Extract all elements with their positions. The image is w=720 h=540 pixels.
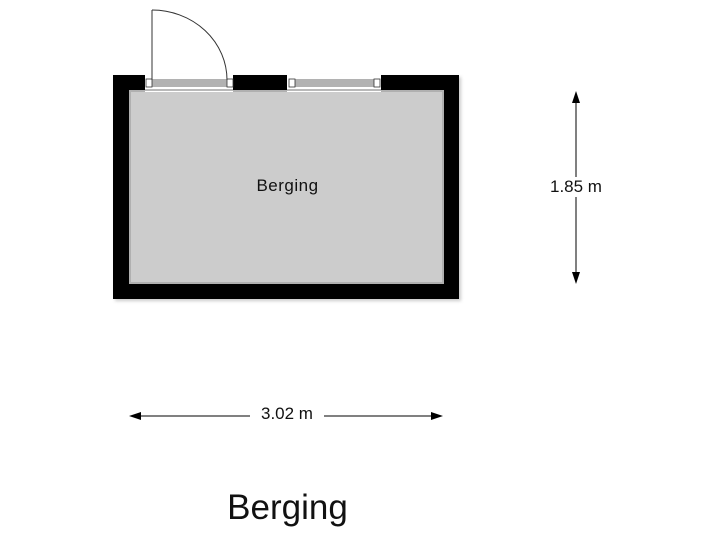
room-label: Berging: [256, 176, 319, 195]
walls: [113, 75, 459, 299]
width-dimension-label: 3.02 m: [250, 404, 324, 424]
depth-dimension-label: 1.85 m: [540, 177, 612, 197]
plan-title: Berging: [227, 488, 348, 527]
window: [287, 74, 381, 92]
door-swing-arc: [151, 9, 228, 81]
door: [145, 9, 234, 92]
room-floor: [130, 91, 443, 283]
